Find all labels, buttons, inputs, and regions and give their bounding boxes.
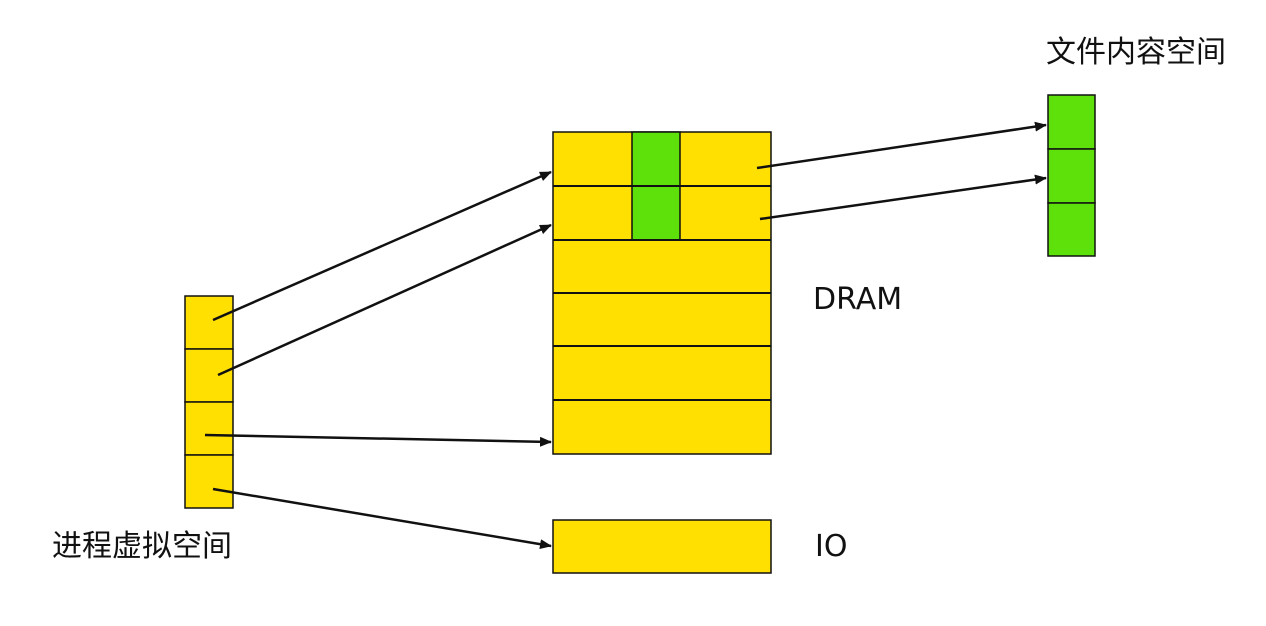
arrow-dram-row2-to-file-page2 [759, 174, 1047, 221]
process-virtual-space-label: 进程虚拟空间 [52, 529, 232, 564]
virtual-page-2 [184, 348, 234, 403]
io-label: IO [815, 529, 847, 564]
file-content-space-label: 文件内容空间 [1046, 35, 1226, 70]
file-content-space [1047, 94, 1096, 257]
arrow-dram-row1-to-file-page1 [756, 121, 1047, 170]
arrow-vpage2-to-dram-row2 [217, 223, 552, 377]
arrow-vpage1-to-dram-row1 [212, 170, 552, 322]
arrow-vpage3-to-dram-row6 [204, 433, 552, 447]
file-page-3 [1047, 202, 1096, 257]
dram-file-page-2 [631, 185, 681, 241]
dram-label: DRAM [813, 282, 902, 317]
io-block [552, 519, 772, 574]
virtual-page-4 [184, 454, 234, 509]
virtual-page-1 [184, 295, 234, 350]
file-page-2 [1047, 148, 1096, 204]
arrow-vpage4-to-io [212, 487, 552, 550]
virtual-page-3 [184, 401, 234, 456]
process-virtual-space [184, 295, 234, 509]
dram-file-page-1 [631, 131, 681, 187]
file-page-1 [1047, 94, 1096, 150]
dram-block [552, 131, 772, 455]
